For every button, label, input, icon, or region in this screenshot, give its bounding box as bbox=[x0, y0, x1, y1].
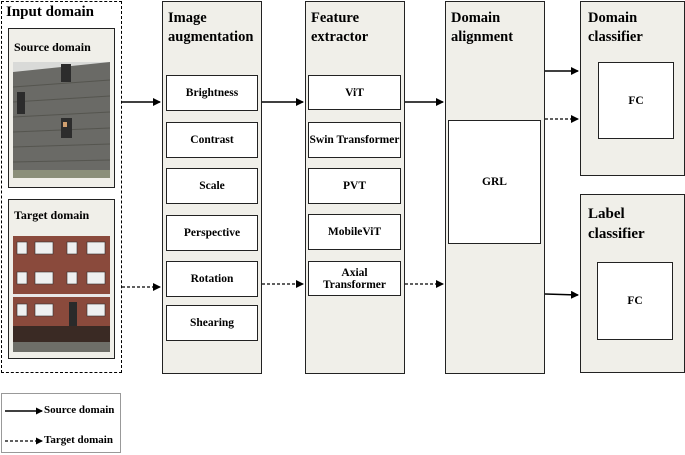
fe-mobilevit: MobileViT bbox=[308, 214, 401, 250]
domain-classifier-title-line2: classifier bbox=[588, 29, 643, 45]
aug-scale-label: Scale bbox=[199, 180, 225, 192]
fe-axial: Axial Transformer bbox=[308, 261, 401, 296]
aug-shearing: Shearing bbox=[166, 305, 258, 341]
domain-alignment-title: Domain alignment bbox=[451, 9, 513, 47]
fe-swin-label: Swin Transformer bbox=[309, 134, 400, 146]
aug-contrast: Contrast bbox=[166, 122, 258, 158]
grl-label: GRL bbox=[482, 176, 507, 188]
aug-perspective-label: Perspective bbox=[183, 227, 241, 239]
input-domain-group bbox=[1, 1, 122, 373]
label-classifier-title-line1: Label bbox=[588, 206, 625, 222]
fe-vit-label: ViT bbox=[345, 86, 364, 99]
fe-pvt-label: PVT bbox=[343, 180, 366, 192]
label-fc-label: FC bbox=[627, 295, 643, 307]
grl-box: GRL bbox=[448, 120, 541, 244]
feature-extractor-title: Feature extractor bbox=[311, 9, 368, 47]
source-arrow-da-to-label bbox=[544, 290, 579, 299]
label-classifier-title: Label classifier bbox=[588, 204, 645, 244]
domain-fc-label: FC bbox=[628, 94, 644, 107]
legend-source-label: Source domain bbox=[44, 404, 115, 416]
aug-scale: Scale bbox=[166, 168, 258, 204]
domain-classifier-title: Domain classifier bbox=[588, 9, 643, 47]
domain-fc-box: FC bbox=[598, 62, 674, 139]
source-domain-label: Source domain bbox=[14, 40, 91, 54]
aug-brightness-label: Brightness bbox=[185, 87, 239, 99]
fe-mobilevit-label: MobileViT bbox=[327, 226, 382, 238]
feature-extractor-title-line1: Feature bbox=[311, 10, 360, 26]
aug-contrast-label: Contrast bbox=[190, 134, 234, 146]
target-domain-image bbox=[13, 236, 110, 352]
fe-swin: Swin Transformer bbox=[308, 122, 401, 158]
label-classifier-title-line2: classifier bbox=[588, 226, 645, 242]
label-fc-box: FC bbox=[597, 262, 673, 340]
fe-pvt: PVT bbox=[308, 168, 401, 204]
aug-shearing-label: Shearing bbox=[189, 317, 235, 329]
domain-alignment-title-line2: alignment bbox=[451, 29, 514, 45]
legend-lines bbox=[5, 407, 43, 445]
aug-rotation: Rotation bbox=[166, 261, 258, 297]
legend-target-label: Target domain bbox=[44, 434, 113, 446]
legend: Source domain Target domain bbox=[1, 393, 121, 453]
aug-rotation-label: Rotation bbox=[190, 273, 234, 285]
augmentation-title-line2: augmentation bbox=[168, 29, 254, 45]
aug-brightness: Brightness bbox=[166, 75, 258, 111]
input-domain-title: Input domain bbox=[6, 4, 94, 20]
target-domain-label: Target domain bbox=[14, 208, 90, 222]
augmentation-title: Image augmentation bbox=[168, 9, 253, 47]
source-domain-image bbox=[12, 62, 111, 178]
augmentation-title-line1: Image bbox=[168, 10, 207, 26]
fe-vit: ViT bbox=[308, 75, 401, 110]
fe-axial-label: Axial Transformer bbox=[322, 266, 386, 291]
feature-extractor-title-line2: extractor bbox=[311, 29, 369, 45]
domain-alignment-title-line1: Domain bbox=[451, 10, 501, 26]
domain-classifier-title-line1: Domain bbox=[588, 10, 638, 26]
aug-perspective: Perspective bbox=[166, 215, 258, 251]
